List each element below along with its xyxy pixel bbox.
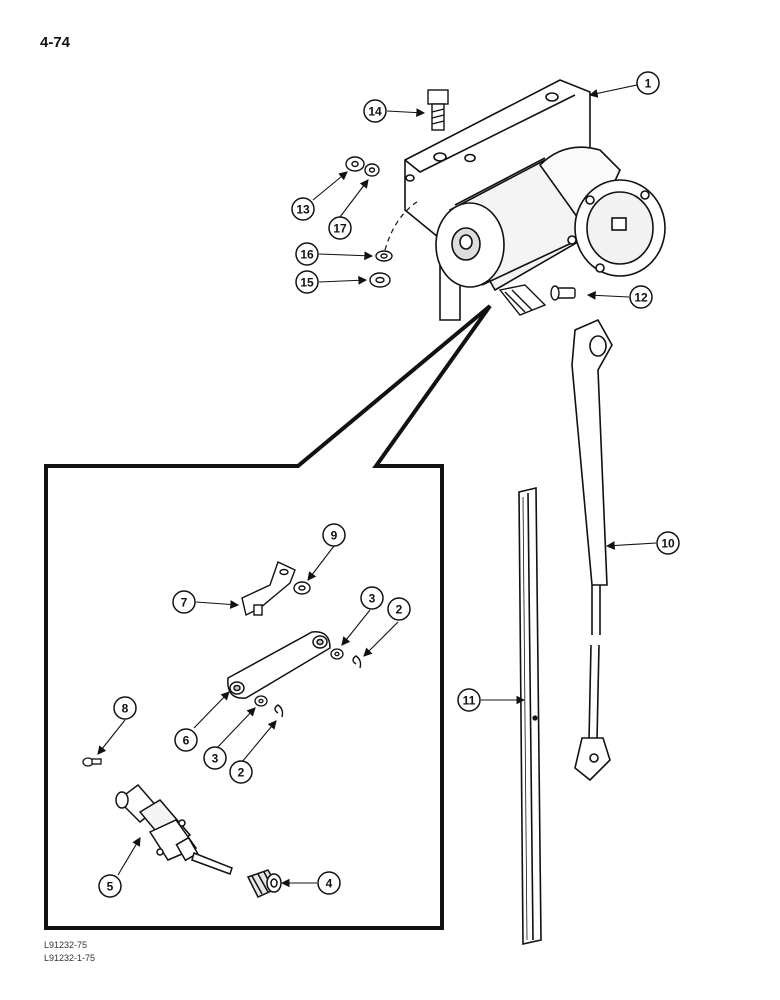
svg-text:2: 2 (396, 603, 403, 617)
bracket-7 (241, 561, 296, 617)
figure-ref-1: L91232-75 (44, 940, 88, 950)
callout-16: 16 (295, 242, 319, 266)
screw-12 (550, 285, 576, 301)
svg-text:3: 3 (369, 592, 376, 606)
callout-11: 11 (457, 688, 481, 712)
callout-3-lower: 3 (203, 746, 227, 770)
output-shaft (498, 284, 547, 316)
nut-13 (345, 156, 365, 172)
wiper-arm (571, 318, 613, 782)
callout-13: 13 (291, 197, 315, 221)
svg-text:7: 7 (181, 596, 188, 610)
page-number: 4-74 (40, 34, 71, 51)
switch-5 (115, 783, 233, 875)
callout-7: 7 (172, 590, 196, 614)
callout-3-upper: 3 (360, 586, 384, 610)
callout-2-lower: 2 (229, 760, 253, 784)
callout-8: 8 (113, 696, 137, 720)
detail-inset-frame (44, 304, 492, 930)
svg-text:6: 6 (183, 734, 190, 748)
svg-text:11: 11 (463, 694, 476, 708)
link-6 (227, 631, 331, 699)
washer-3-upper (330, 648, 344, 660)
svg-text:5: 5 (107, 880, 114, 894)
washer-3-lower (254, 695, 268, 707)
callout-14: 14 (363, 99, 387, 123)
callout-17: 17 (328, 216, 352, 240)
svg-text:15: 15 (300, 276, 314, 290)
wiper-blade (518, 486, 542, 945)
callout-2-upper: 2 (387, 597, 411, 621)
svg-text:2: 2 (238, 766, 245, 780)
callout-9: 9 (322, 523, 346, 547)
bolt-14 (427, 89, 449, 131)
svg-text:17: 17 (333, 222, 347, 236)
callout-leaders (97, 84, 657, 888)
svg-text:4: 4 (326, 877, 333, 891)
lockwasher-16 (375, 250, 393, 262)
svg-text:9: 9 (331, 529, 338, 543)
figure-ref-2: L91232-1-75 (44, 953, 96, 963)
clip-2-lower (274, 704, 284, 718)
svg-text:14: 14 (368, 105, 382, 119)
callout-15: 15 (295, 270, 319, 294)
svg-text:3: 3 (212, 752, 219, 766)
nut-9 (293, 581, 311, 595)
callout-5: 5 (98, 874, 122, 898)
wiper-motor (435, 146, 666, 292)
callout-1: 1 (636, 71, 660, 95)
nut-15 (369, 272, 391, 288)
callout-6: 6 (174, 728, 198, 752)
callout-10: 10 (656, 531, 680, 555)
svg-text:10: 10 (661, 537, 675, 551)
lockwasher-17 (364, 163, 380, 177)
svg-text:8: 8 (122, 702, 129, 716)
callout-12: 12 (629, 285, 653, 309)
svg-text:16: 16 (300, 248, 314, 262)
svg-text:13: 13 (296, 203, 310, 217)
callout-4: 4 (317, 871, 341, 895)
callouts: 1 14 13 17 16 15 12 10 11 9 7 3 2 6 3 2 … (98, 71, 680, 898)
knob-4 (246, 869, 282, 898)
svg-text:12: 12 (634, 291, 648, 305)
clip-2-upper (352, 655, 362, 669)
svg-text:1: 1 (645, 77, 652, 91)
screw-8 (82, 757, 102, 767)
